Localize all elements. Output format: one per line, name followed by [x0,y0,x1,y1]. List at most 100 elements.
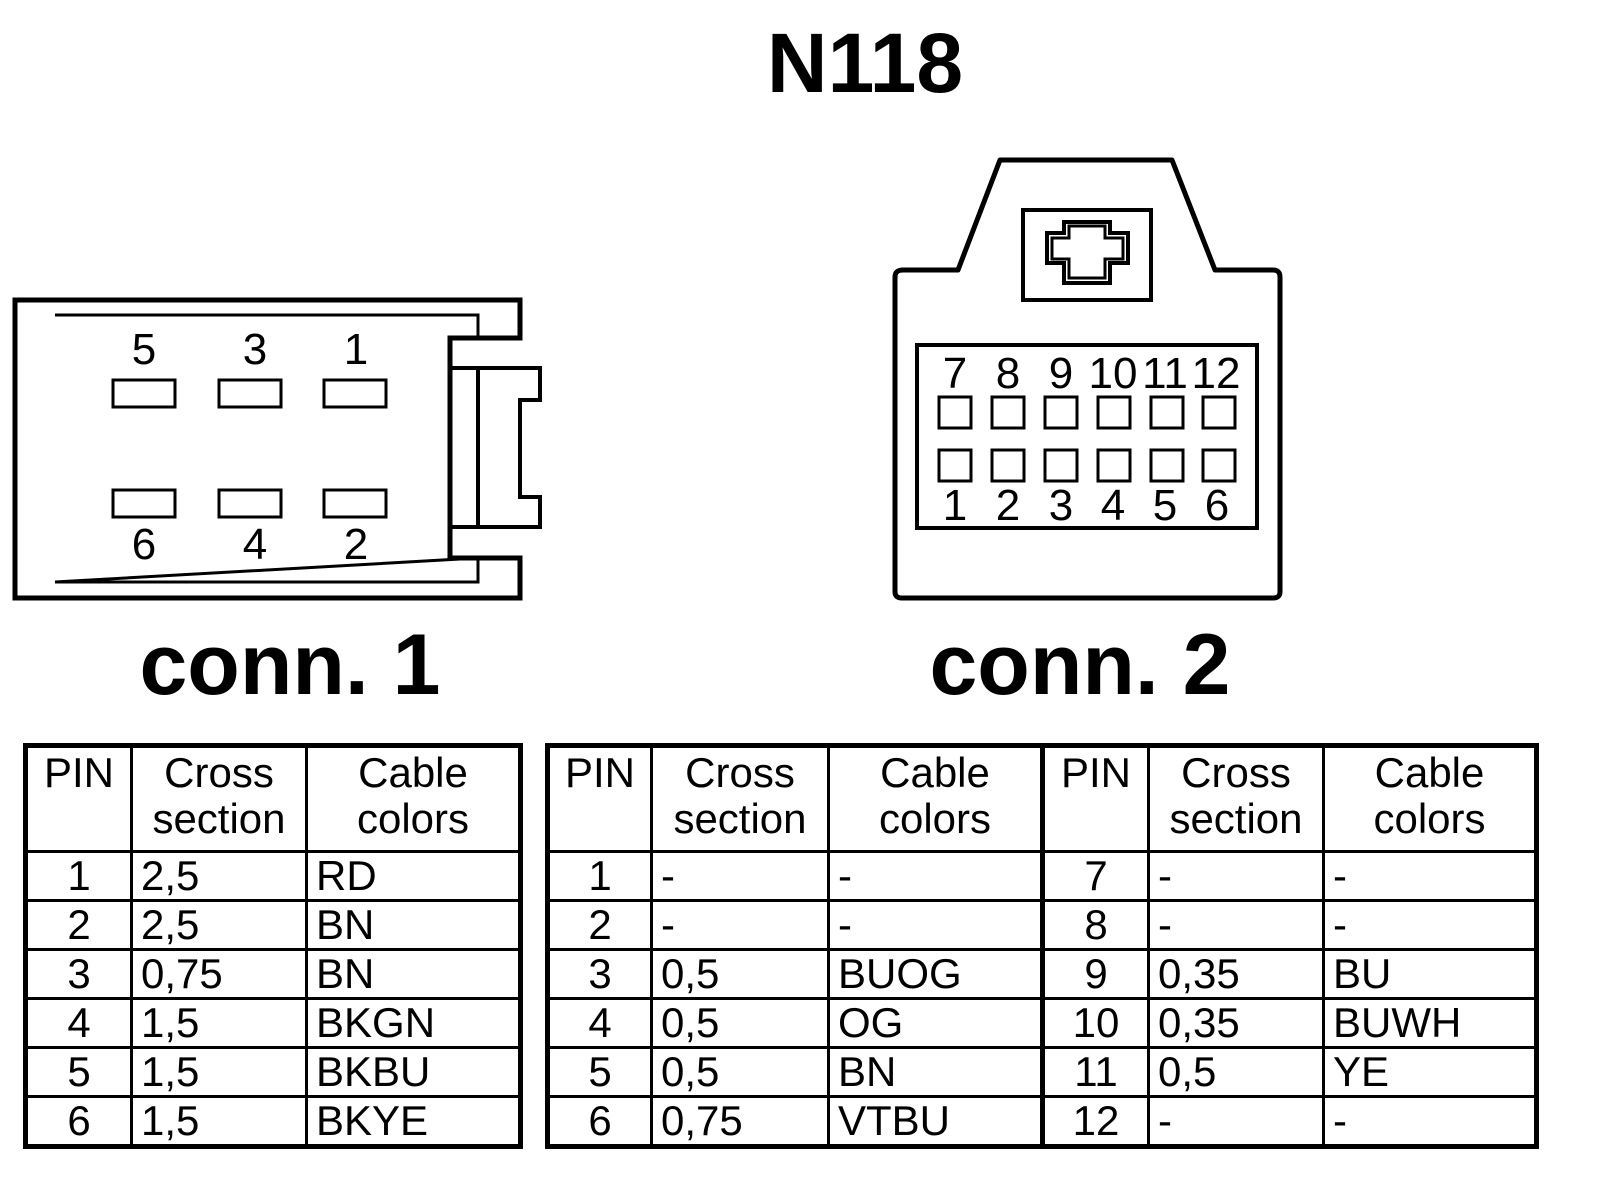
connector-1-latch [450,366,542,529]
header-pin-text: PIN [1060,749,1131,796]
header-pin: PIN [546,744,653,853]
header-cross-line1: Cross [685,749,795,796]
connector-2-pin-slots [937,395,1237,483]
table-row: 3 0,5 BUOG 9 0,35 BU [546,948,1538,1000]
cable-color-cell: BKGN [305,997,522,1049]
conn2-pin-label: 2 [996,481,1020,530]
pin-cell: 9 [1040,948,1150,1000]
table-row: 2 2,5 BN [24,899,522,951]
header-cross-line2: section [673,795,807,842]
cross-section-cell: 1,5 [130,997,308,1049]
connector-2-pin-field [915,343,1259,530]
pin-cell: 2 [546,899,653,951]
header-cross-line1: Cross [1181,749,1291,796]
conn2-pin-label: 11 [1142,349,1188,398]
connector-1-drawing [12,297,542,601]
cross-section-cell: 0,5 [650,1046,830,1098]
pin-cell: 10 [1040,997,1150,1049]
pin-cell: 1 [24,850,133,902]
connector-2-latch-box [1021,208,1153,302]
table-row: 4 0,5 OG 10 0,35 BUWH [546,997,1538,1049]
cable-color-cell: - [1322,850,1538,902]
conn2-pin-label: 3 [1049,481,1073,530]
conn1-pin-label: 4 [243,520,267,569]
header-colors-line1: Cable [358,749,468,796]
pin-cell: 6 [546,1095,653,1148]
cable-color-cell: BUOG [827,948,1044,1000]
table-row: 2 - - 8 - - [546,899,1538,951]
cable-color-cell: VTBU [827,1095,1044,1148]
cross-section-cell: - [1147,1095,1325,1148]
pin-cell: 3 [24,948,133,1000]
header-colors-line2: colors [1373,795,1486,842]
cable-color-cell: BU [1322,948,1538,1000]
header-cross-line1: Cross [164,749,274,796]
connector-2-pin-table: PIN Cross section Cable colors PIN Cross… [545,743,1539,1149]
cross-section-cell: 2,5 [130,899,308,951]
conn1-pin-label: 1 [344,325,368,374]
connector-2-latch-key [1045,220,1130,285]
cross-section-cell: 2,5 [130,850,308,902]
connector-1-pin-slots [111,378,388,519]
header-cross-section: Cross section [650,744,830,853]
cable-color-cell: RD [305,850,522,902]
cross-section-cell: - [1147,899,1325,951]
table-header-row: PIN Cross section Cable colors [24,744,522,853]
connector-1-inner-frame [54,313,480,584]
pin-cell: 2 [24,899,133,951]
cross-section-cell: - [650,850,830,902]
table-row: 4 1,5 BKGN [24,997,522,1049]
header-cross-section: Cross section [130,744,308,853]
cross-section-cell: 1,5 [130,1095,308,1148]
header-colors-line1: Cable [880,749,990,796]
conn2-pin-label: 5 [1153,481,1177,530]
pin-cell: 8 [1040,899,1150,951]
header-colors-line1: Cable [1374,749,1485,796]
cable-color-cell: BKYE [305,1095,522,1148]
header-colors-line2: colors [878,795,992,842]
cross-section-cell: - [1147,850,1325,902]
connector-1-pin-table: PIN Cross section Cable colors 1 2,5 RD … [23,743,523,1149]
table-row: 1 2,5 RD [24,850,522,902]
cross-section-cell: 0,5 [650,948,830,1000]
table-header-row: PIN Cross section Cable colors PIN Cross… [546,744,1538,853]
connector-2-latch-key-inner [1050,224,1125,280]
conn1-pin-label: 2 [344,520,368,569]
conn1-pin-label: 6 [132,520,156,569]
pin-cell: 4 [24,997,133,1049]
table-row: 3 0,75 BN [24,948,522,1000]
pin-cell: 1 [546,850,653,902]
table-row: 5 0,5 BN 11 0,5 YE [546,1046,1538,1098]
connector-2-housing [892,157,1283,601]
table-row: 6 1,5 BKYE [24,1095,522,1148]
cross-section-cell: 0,35 [1147,997,1325,1049]
conn1-pin-label: 3 [243,325,267,374]
cable-color-cell: BN [827,1046,1044,1098]
connector-1-label: conn. 1 [139,617,441,713]
header-pin-text: PIN [564,749,635,796]
conn2-pin-label: 8 [996,349,1020,398]
conn2-pin-label: 7 [943,349,967,398]
conn2-pin-label: 4 [1101,481,1125,530]
cable-color-cell: BKBU [305,1046,522,1098]
header-cross-line2: section [152,795,286,842]
cable-color-cell: OG [827,997,1044,1049]
cross-section-cell: 1,5 [130,1046,308,1098]
cable-color-cell: BN [305,899,522,951]
conn2-pin-label: 6 [1205,481,1229,530]
cable-color-cell: - [827,850,1044,902]
cross-section-cell: - [650,899,830,951]
table-row: 5 1,5 BKBU [24,1046,522,1098]
pin-cell: 7 [1040,850,1150,902]
header-pin: PIN [1040,744,1150,853]
pin-cell: 5 [24,1046,133,1098]
connector-1-housing [12,297,523,601]
conn2-pin-label: 1 [943,481,967,530]
diagram-title: N118 [766,16,964,110]
cross-section-cell: 0,35 [1147,948,1325,1000]
header-colors-line2: colors [356,795,470,842]
cable-color-cell: - [1322,899,1538,951]
cross-section-cell: 0,5 [1147,1046,1325,1098]
header-cable-colors: Cable colors [827,744,1044,853]
cable-color-cell: BN [305,948,522,1000]
